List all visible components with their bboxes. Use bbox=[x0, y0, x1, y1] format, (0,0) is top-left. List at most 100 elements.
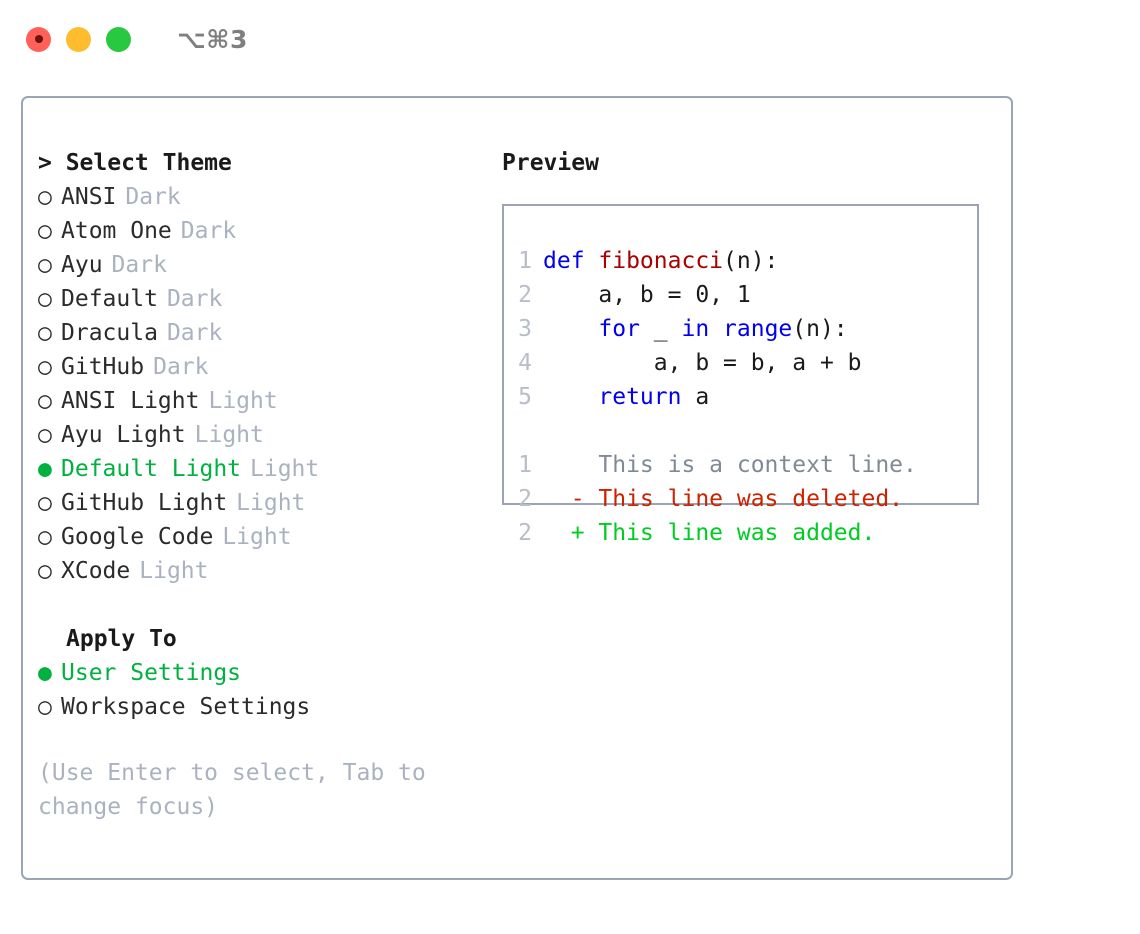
radio-unselected-icon: ○ bbox=[38, 422, 52, 448]
theme-option-tag: Dark bbox=[153, 354, 209, 380]
zoom-button[interactable] bbox=[106, 26, 131, 52]
radio-unselected-icon: ○ bbox=[38, 524, 52, 550]
radio-unselected-icon: ○ bbox=[38, 184, 52, 210]
traffic-lights bbox=[26, 26, 131, 52]
minimize-button[interactable] bbox=[66, 26, 91, 52]
apply-to-option-label: Workspace Settings bbox=[61, 694, 311, 720]
diff-sample: 1 This is a context line.2 - This line w… bbox=[518, 448, 977, 550]
diff-line-number: 2 bbox=[518, 486, 532, 512]
theme-option-github-light[interactable]: ○ GitHub Light Light bbox=[38, 486, 488, 520]
select-theme-heading: > Select Theme bbox=[38, 150, 232, 176]
radio-unselected-icon: ○ bbox=[38, 354, 52, 380]
diff-line-text: This line was added. bbox=[598, 520, 876, 546]
code-token-plain: (n): bbox=[723, 248, 779, 274]
diff-line-del: 2 - This line was deleted. bbox=[518, 482, 977, 516]
theme-option-label: Google Code bbox=[61, 524, 214, 550]
radio-unselected-icon: ○ bbox=[38, 320, 52, 346]
apply-to-heading: Apply To bbox=[66, 626, 177, 652]
theme-option-tag: Dark bbox=[166, 320, 223, 346]
theme-option-label: Default bbox=[61, 286, 158, 312]
diff-line-number: 2 bbox=[518, 520, 532, 546]
diff-marker bbox=[543, 452, 598, 478]
radio-unselected-icon: ○ bbox=[38, 286, 52, 312]
theme-option-label: ANSI bbox=[61, 184, 117, 210]
diff-line-text: This line was deleted. bbox=[598, 486, 904, 512]
code-line: 3 for _ in range(n): bbox=[518, 312, 977, 346]
theme-option-tag: Light bbox=[236, 490, 306, 516]
theme-option-tag: Light bbox=[194, 422, 264, 448]
radio-selected-icon: ● bbox=[38, 660, 52, 686]
theme-option-tag: Light bbox=[222, 524, 292, 550]
theme-option-tag: Light bbox=[139, 558, 209, 584]
theme-option-label: Ayu bbox=[61, 252, 103, 278]
diff-marker: + bbox=[543, 520, 599, 546]
diff-line-number: 1 bbox=[518, 452, 532, 478]
code-token-plain bbox=[543, 316, 598, 342]
section-spacer bbox=[38, 588, 488, 622]
code-line: 5 return a bbox=[518, 380, 977, 414]
radio-unselected-icon: ○ bbox=[38, 694, 52, 720]
theme-option-label: ANSI Light bbox=[61, 388, 200, 414]
theme-option-dracula[interactable]: ○ Dracula Dark bbox=[38, 316, 488, 350]
code-token-kw: return bbox=[598, 384, 682, 410]
code-token-plain: a, b = b, a + b bbox=[543, 350, 862, 376]
theme-option-ayu-light[interactable]: ○ Ayu Light Light bbox=[38, 418, 488, 452]
radio-unselected-icon: ○ bbox=[38, 558, 52, 584]
code-line-number: 4 bbox=[518, 350, 532, 376]
theme-option-label: Ayu Light bbox=[61, 422, 186, 448]
theme-option-github[interactable]: ○ GitHub Dark bbox=[38, 350, 488, 384]
code-line: 4 a, b = b, a + b bbox=[518, 346, 977, 380]
diff-line-text: This is a context line. bbox=[598, 452, 917, 478]
diff-line-add: 2 + This line was added. bbox=[518, 516, 977, 550]
code-token-plain: _ bbox=[639, 316, 682, 342]
code-token-kw: in range bbox=[681, 316, 793, 342]
theme-option-ayu[interactable]: ○ Ayu Dark bbox=[38, 248, 488, 282]
apply-to-option-label: User Settings bbox=[61, 660, 242, 686]
theme-option-tag: Dark bbox=[166, 286, 223, 312]
code-token-fn: fibonacci bbox=[598, 248, 724, 274]
code-line-number: 2 bbox=[518, 282, 532, 308]
code-diff-spacer bbox=[518, 414, 977, 448]
diff-marker: - bbox=[543, 486, 599, 512]
radio-unselected-icon: ○ bbox=[38, 490, 52, 516]
apply-to-list: ● User Settings ○ Workspace Settings bbox=[38, 656, 488, 724]
code-token-plain bbox=[543, 384, 598, 410]
window-shortcut-label: ⌥⌘3 bbox=[177, 24, 248, 54]
apply-to-option-user-settings[interactable]: ● User Settings bbox=[38, 656, 488, 690]
code-line: 2 a, b = 0, 1 bbox=[518, 278, 977, 312]
theme-option-label: GitHub bbox=[61, 354, 145, 380]
theme-option-label: GitHub Light bbox=[61, 490, 228, 516]
theme-option-tag: Dark bbox=[111, 252, 167, 278]
theme-option-label: Atom One bbox=[61, 218, 172, 244]
code-token-kw: def bbox=[543, 248, 599, 274]
theme-option-google-code[interactable]: ○ Google Code Light bbox=[38, 520, 488, 554]
preview-heading: Preview bbox=[502, 150, 599, 176]
code-line-number: 1 bbox=[518, 248, 532, 274]
theme-option-default[interactable]: ○ Default Dark bbox=[38, 282, 488, 316]
code-line-number: 5 bbox=[518, 384, 532, 410]
code-token-plain: (n): bbox=[792, 316, 848, 342]
title-bar: ⌥⌘3 bbox=[0, 0, 1140, 78]
code-line: 1 def fibonacci(n): bbox=[518, 244, 977, 278]
code-token-plain: a, b = 0, 1 bbox=[543, 282, 751, 308]
radio-unselected-icon: ○ bbox=[38, 218, 52, 244]
apply-to-option-workspace-settings[interactable]: ○ Workspace Settings bbox=[38, 690, 488, 724]
close-button[interactable] bbox=[26, 26, 51, 52]
keyboard-hint-text: (Use Enter to select, Tab to change focu… bbox=[38, 760, 440, 820]
code-line-number: 3 bbox=[518, 316, 532, 342]
radio-unselected-icon: ○ bbox=[38, 252, 52, 278]
theme-option-label: Dracula bbox=[61, 320, 158, 346]
diff-line-ctx: 1 This is a context line. bbox=[518, 448, 977, 482]
theme-option-tag: Light bbox=[250, 456, 320, 482]
theme-option-label: Default Light bbox=[61, 456, 242, 482]
